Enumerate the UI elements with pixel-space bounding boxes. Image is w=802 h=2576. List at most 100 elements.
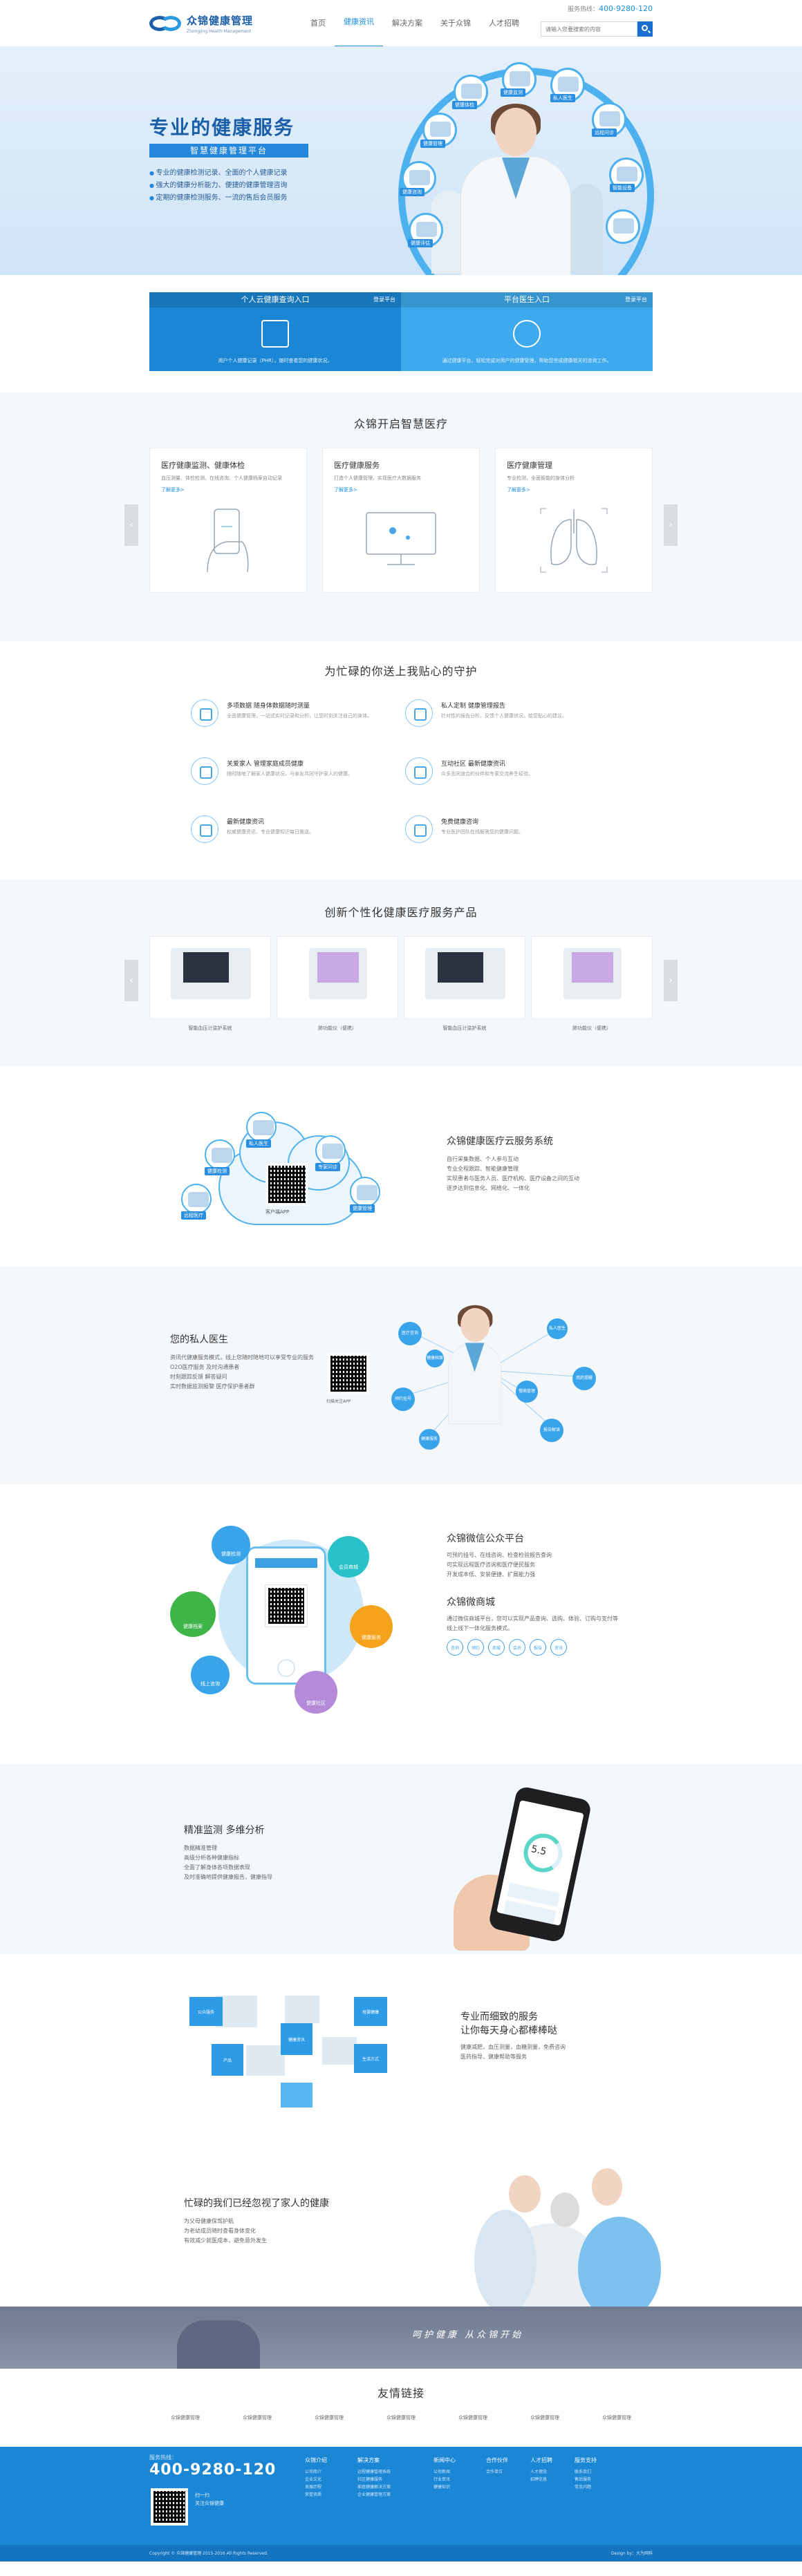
product-card[interactable] bbox=[277, 936, 398, 1019]
footer-link[interactable]: 公司新闻 bbox=[433, 2470, 451, 2474]
orb-item[interactable]: 健康检测 bbox=[212, 1526, 250, 1564]
gear-bubble-icon bbox=[606, 209, 640, 244]
footer-hotline-label: 服务热线： bbox=[149, 2454, 177, 2461]
product-name[interactable]: 肺功能仪（便携） bbox=[318, 1025, 357, 1031]
orb-item[interactable]: 健康社区 bbox=[295, 1671, 337, 1714]
tag-item[interactable]: 报告 bbox=[530, 1639, 546, 1656]
feature-title: 最新健康资讯 bbox=[227, 819, 265, 826]
product-name[interactable]: 智能血压计监护系统 bbox=[442, 1025, 487, 1031]
feature-item: 免费健康咨询专业医护团队在线解答您的健康问题。 bbox=[405, 815, 619, 873]
friend-link[interactable]: 众锦健康管理 bbox=[458, 2415, 487, 2421]
nav-home[interactable]: 首页 bbox=[310, 19, 326, 28]
footer-link[interactable]: 常见问题 bbox=[575, 2485, 592, 2490]
footer-column: 众锦介绍公司简介企业文化发展历程荣誉资质 bbox=[305, 2456, 357, 2499]
service-title: 专业而细致的服务 bbox=[460, 2011, 538, 2023]
personal-entry-title: 个人云健康查询入口 bbox=[241, 295, 310, 304]
friend-link[interactable]: 众锦健康管理 bbox=[602, 2415, 631, 2421]
next-arrow-icon[interactable]: › bbox=[664, 960, 678, 1001]
search-input[interactable] bbox=[541, 21, 637, 37]
footer-link[interactable]: 联系我们 bbox=[575, 2470, 592, 2474]
footer-column: 解决方案远程健康管理系统社区健康服务家庭健康解决方案企业健康管理方案 bbox=[357, 2456, 433, 2499]
footer-link[interactable]: 售后服务 bbox=[575, 2477, 592, 2482]
friend-link[interactable]: 众锦健康管理 bbox=[315, 2415, 344, 2421]
learn-more-link[interactable]: 了解更多> bbox=[334, 487, 357, 493]
orb-item[interactable]: 线上咨询 bbox=[191, 1656, 230, 1694]
footer-link[interactable]: 行业资讯 bbox=[433, 2477, 451, 2482]
footer-link[interactable]: 健康知识 bbox=[433, 2485, 451, 2490]
service-tile[interactable]: 产品 bbox=[212, 2044, 243, 2076]
doctor-login-link[interactable]: 登录平台 bbox=[625, 296, 647, 303]
friend-link[interactable]: 众锦健康管理 bbox=[386, 2415, 416, 2421]
footer-link[interactable]: 家庭健康解决方案 bbox=[357, 2485, 391, 2490]
product-card[interactable] bbox=[531, 936, 653, 1019]
learn-more-link[interactable]: 了解更多> bbox=[507, 487, 530, 493]
search-button[interactable] bbox=[637, 21, 653, 37]
learn-more-link[interactable]: 了解更多> bbox=[161, 487, 185, 493]
smart-card[interactable]: 医疗健康管理 专业检测，全面智能的身体分析 了解更多> bbox=[495, 448, 653, 593]
footer-link[interactable]: 合作单位 bbox=[486, 2470, 503, 2474]
qr-caption: 扫一扫 bbox=[195, 2492, 209, 2498]
tag-item[interactable]: 咨询 bbox=[447, 1639, 463, 1656]
service-tile[interactable]: 公众服务 bbox=[189, 1997, 223, 2026]
footer-link[interactable]: 发展历程 bbox=[305, 2485, 322, 2490]
doctor-entry-card[interactable]: 平台医生入口登录平台 通过健康平台，轻松完成对用户的健康管理，帮助您完成健康相关… bbox=[401, 292, 653, 371]
next-arrow-icon[interactable]: › bbox=[664, 504, 678, 546]
service-line: 医药指导、健康帮助等服务 bbox=[460, 2054, 527, 2060]
friend-link[interactable]: 众锦健康管理 bbox=[243, 2415, 272, 2421]
nav-about[interactable]: 关于众锦 bbox=[440, 19, 471, 28]
personal-login-link[interactable]: 登录平台 bbox=[373, 296, 395, 303]
private-doctor-section: 您的私人医生 资讯代健康服务模式，线上您随时随地可以享受专业的服务 O2O医疗服… bbox=[0, 1267, 802, 1484]
orb-item[interactable]: 健康档案 bbox=[170, 1591, 216, 1637]
family-icon bbox=[191, 757, 218, 785]
wechat-platform-section: 健康检测 健康档案 线上咨询 会员商城 健康服务 健康社区 众锦微信公众平台 可… bbox=[0, 1484, 802, 1764]
prev-arrow-icon[interactable]: ‹ bbox=[124, 960, 138, 1001]
service-tile[interactable]: 母婴健康 bbox=[354, 1997, 387, 2026]
design-credit[interactable]: Design by：大为网科 bbox=[611, 2551, 653, 2556]
hero-feature-item: 强大的健康分析能力、便捷的健康管理咨询 bbox=[149, 180, 288, 192]
footer-link[interactable]: 人才理念 bbox=[530, 2470, 548, 2474]
personal-entry-card[interactable]: 个人云健康查询入口 登录平台 用户个人健康记录（PHR），随时查看您的健康状况。 bbox=[149, 292, 401, 371]
nav-health-news[interactable]: 健康资讯 bbox=[335, 0, 383, 46]
footer-column: 人才招聘人才理念招聘信息 bbox=[530, 2456, 575, 2499]
bubble-label: 私人医生 bbox=[246, 1139, 271, 1148]
site-logo[interactable]: 众锦健康管理 Zhongjing Health Management bbox=[149, 13, 288, 34]
footer-link[interactable]: 社区健康服务 bbox=[357, 2477, 383, 2482]
footer-link[interactable]: 企业文化 bbox=[305, 2477, 322, 2482]
tag-item[interactable]: 资讯 bbox=[550, 1639, 567, 1656]
orb-item[interactable]: 会员商城 bbox=[328, 1536, 369, 1578]
footer-link[interactable]: 远程健康管理系统 bbox=[357, 2470, 391, 2474]
friend-link[interactable]: 众锦健康管理 bbox=[530, 2415, 559, 2421]
tag-item[interactable]: 会员 bbox=[509, 1639, 525, 1656]
nav-careers[interactable]: 人才招聘 bbox=[489, 19, 519, 28]
orb-item[interactable]: 健康服务 bbox=[350, 1605, 393, 1648]
lungs-illustration bbox=[532, 506, 615, 575]
smart-card[interactable]: 医疗健康服务 打造个人健康管理、实现医疗大数据服务 了解更多> bbox=[322, 448, 480, 593]
smart-card[interactable]: 医疗健康监测、健康体检 血压测量、体检检测、在线咨询、个人健康档案自动记录 了解… bbox=[149, 448, 307, 593]
logo-name: 众锦健康管理 bbox=[187, 15, 254, 27]
prev-arrow-icon[interactable]: ‹ bbox=[124, 504, 138, 546]
footer-link[interactable]: 企业健康管理方案 bbox=[357, 2492, 391, 2497]
hero-feature-item: 定期的健康检测服务、一流的售后会员服务 bbox=[149, 192, 288, 205]
nav-solutions[interactable]: 解决方案 bbox=[392, 19, 422, 28]
footer-link[interactable]: 公司简介 bbox=[305, 2470, 322, 2474]
network-node: 报告解读 bbox=[540, 1419, 563, 1442]
footer-link[interactable]: 招聘信息 bbox=[530, 2477, 548, 2482]
footer-link[interactable]: 荣誉资质 bbox=[305, 2492, 322, 2497]
service-line: 健康减肥，血压测量，血糖测量，免费咨询 bbox=[460, 2044, 566, 2050]
pulse-monitor-icon bbox=[261, 320, 289, 348]
product-name[interactable]: 肺功能仪（便携） bbox=[572, 1025, 611, 1031]
tag-item[interactable]: 预约 bbox=[467, 1639, 484, 1656]
orb-label: 健康服务 bbox=[362, 1635, 381, 1640]
service-tile[interactable]: 生活方式 bbox=[354, 2044, 387, 2073]
friend-link[interactable]: 众锦健康管理 bbox=[171, 2415, 200, 2421]
tag-item[interactable]: 商城 bbox=[488, 1639, 505, 1656]
slogan-banner: 呵护健康 从众锦开始 bbox=[0, 2307, 802, 2369]
product-card[interactable] bbox=[404, 936, 525, 1019]
personal-entry-desc: 用户个人健康记录（PHR），随时查看您的健康状况。 bbox=[218, 358, 333, 363]
service-tile[interactable]: 健康资讯 bbox=[281, 2023, 313, 2055]
card-title: 医疗健康管理 bbox=[507, 461, 552, 470]
product-card[interactable] bbox=[149, 936, 271, 1019]
footer-col-title: 人才招聘 bbox=[530, 2457, 552, 2463]
feature-item: 多项数据 随身体数据随时测量全面健康管理，一站式实时记录和分析，让您时刻关注自己… bbox=[191, 699, 405, 757]
product-name[interactable]: 智能血压计监护系统 bbox=[188, 1025, 232, 1031]
